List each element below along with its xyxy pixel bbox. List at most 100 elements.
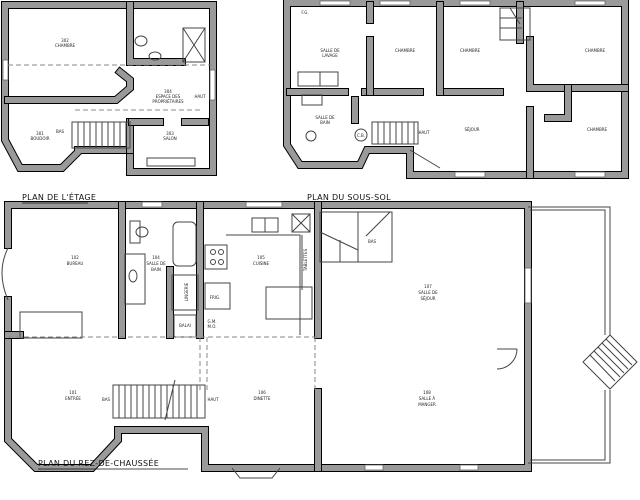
upper-stairs bbox=[71, 121, 131, 149]
kitchen-island bbox=[265, 286, 313, 320]
room-chambre: CHAMBRE bbox=[395, 48, 416, 53]
corner-unit bbox=[291, 213, 311, 233]
svg-text:105: 105 bbox=[257, 255, 265, 260]
svg-text:MANGER: MANGER bbox=[418, 402, 436, 407]
wall bbox=[127, 2, 185, 65]
svg-text:CHAMBRE: CHAMBRE bbox=[587, 127, 608, 132]
washer bbox=[297, 71, 321, 87]
shower-x bbox=[182, 27, 206, 63]
stair-down-label: BAS bbox=[102, 397, 110, 402]
svg-text:BAIN: BAIN bbox=[320, 120, 330, 125]
sink bbox=[128, 269, 138, 283]
dryer bbox=[319, 71, 339, 87]
svg-text:CHAMBRE: CHAMBRE bbox=[460, 48, 481, 53]
svg-text:301: 301 bbox=[36, 131, 44, 136]
svg-text:SALON: SALON bbox=[163, 136, 177, 141]
walls bbox=[1, 0, 629, 472]
boiler bbox=[354, 128, 368, 142]
svg-text:108: 108 bbox=[423, 390, 431, 395]
shower bbox=[182, 27, 206, 63]
svg-text:104: 104 bbox=[152, 255, 160, 260]
stair-down-label: BAS bbox=[56, 129, 64, 134]
deck bbox=[528, 206, 638, 464]
gm-label: G.M. bbox=[207, 319, 216, 324]
toilet bbox=[305, 130, 317, 142]
bay-window bbox=[1, 247, 9, 301]
svg-text:SÉJOUR: SÉJOUR bbox=[420, 296, 435, 301]
svg-text:ENTRÉE: ENTRÉE bbox=[65, 396, 81, 401]
svg-text:SALLE DE: SALLE DE bbox=[315, 115, 335, 120]
stair-up-label: HAUT bbox=[207, 397, 219, 402]
range bbox=[204, 244, 228, 270]
room-chambre: CHAMBRE bbox=[585, 48, 606, 53]
svg-text:SALLE DE: SALLE DE bbox=[320, 48, 340, 53]
svg-text:ESPACE DES: ESPACE DES bbox=[156, 94, 181, 99]
wall bbox=[5, 67, 133, 103]
svg-text:CHAMBRE: CHAMBRE bbox=[585, 48, 606, 53]
svg-text:CHAMBRE: CHAMBRE bbox=[395, 48, 416, 53]
fixtures bbox=[1, 0, 638, 479]
svg-text:SALLE À: SALLE À bbox=[419, 396, 436, 401]
basement-stair-top bbox=[319, 211, 393, 263]
svg-text:SALLE DE: SALLE DE bbox=[146, 261, 166, 266]
svg-text:107: 107 bbox=[424, 284, 432, 289]
wall bbox=[1, 1, 217, 176]
svg-text:303: 303 bbox=[166, 131, 174, 136]
ground-floor-title: PLAN DU REZ-DE-CHAUSSÉE bbox=[38, 457, 159, 468]
tablettes-label: TABLETTES bbox=[303, 248, 308, 272]
svg-text:304: 304 bbox=[164, 89, 172, 94]
stair-up-label: HAUT bbox=[418, 130, 430, 135]
sink bbox=[148, 51, 162, 61]
svg-text:BOUDOIR: BOUDOIR bbox=[31, 136, 50, 141]
frig-label: FRIG. bbox=[210, 295, 221, 300]
ground-stairs bbox=[112, 379, 206, 421]
wall bbox=[2, 2, 216, 175]
fg-label: F.G. bbox=[301, 10, 308, 15]
svg-text:SÉJOUR: SÉJOUR bbox=[464, 127, 479, 132]
wall bbox=[527, 37, 628, 91]
vanity bbox=[124, 253, 146, 305]
svg-text:BUREAU: BUREAU bbox=[67, 261, 84, 266]
balai-label: BALAI bbox=[179, 323, 191, 328]
svg-text:CUISINE: CUISINE bbox=[253, 261, 270, 266]
svg-text:PROPRIÉTAIRES: PROPRIÉTAIRES bbox=[152, 99, 184, 104]
wall bbox=[126, 1, 186, 66]
svg-text:LAVAGE: LAVAGE bbox=[322, 53, 338, 58]
svg-text:CHAMBRE: CHAMBRE bbox=[55, 43, 76, 48]
toilet-tank bbox=[129, 220, 141, 244]
bay-window bbox=[231, 467, 281, 479]
room-sejour: SÉJOUR bbox=[464, 127, 479, 132]
mo-label: M.O. bbox=[208, 324, 217, 329]
bed bbox=[146, 157, 196, 167]
wall bbox=[526, 36, 629, 92]
basement-stairs bbox=[371, 7, 531, 145]
wall bbox=[5, 202, 531, 471]
toilet bbox=[135, 226, 149, 238]
fridge bbox=[204, 282, 231, 310]
stair-down-label-2: BAS bbox=[368, 239, 376, 244]
basement-title: PLAN DU SOUS-SOL bbox=[307, 193, 391, 202]
wall bbox=[545, 85, 571, 121]
vanity bbox=[301, 94, 323, 106]
svg-text:302: 302 bbox=[61, 38, 69, 43]
lingerie-label: LINGERIE bbox=[184, 282, 189, 301]
svg-text:SALLE DE: SALLE DE bbox=[418, 290, 438, 295]
bench bbox=[19, 311, 83, 339]
bathtub bbox=[172, 221, 197, 267]
